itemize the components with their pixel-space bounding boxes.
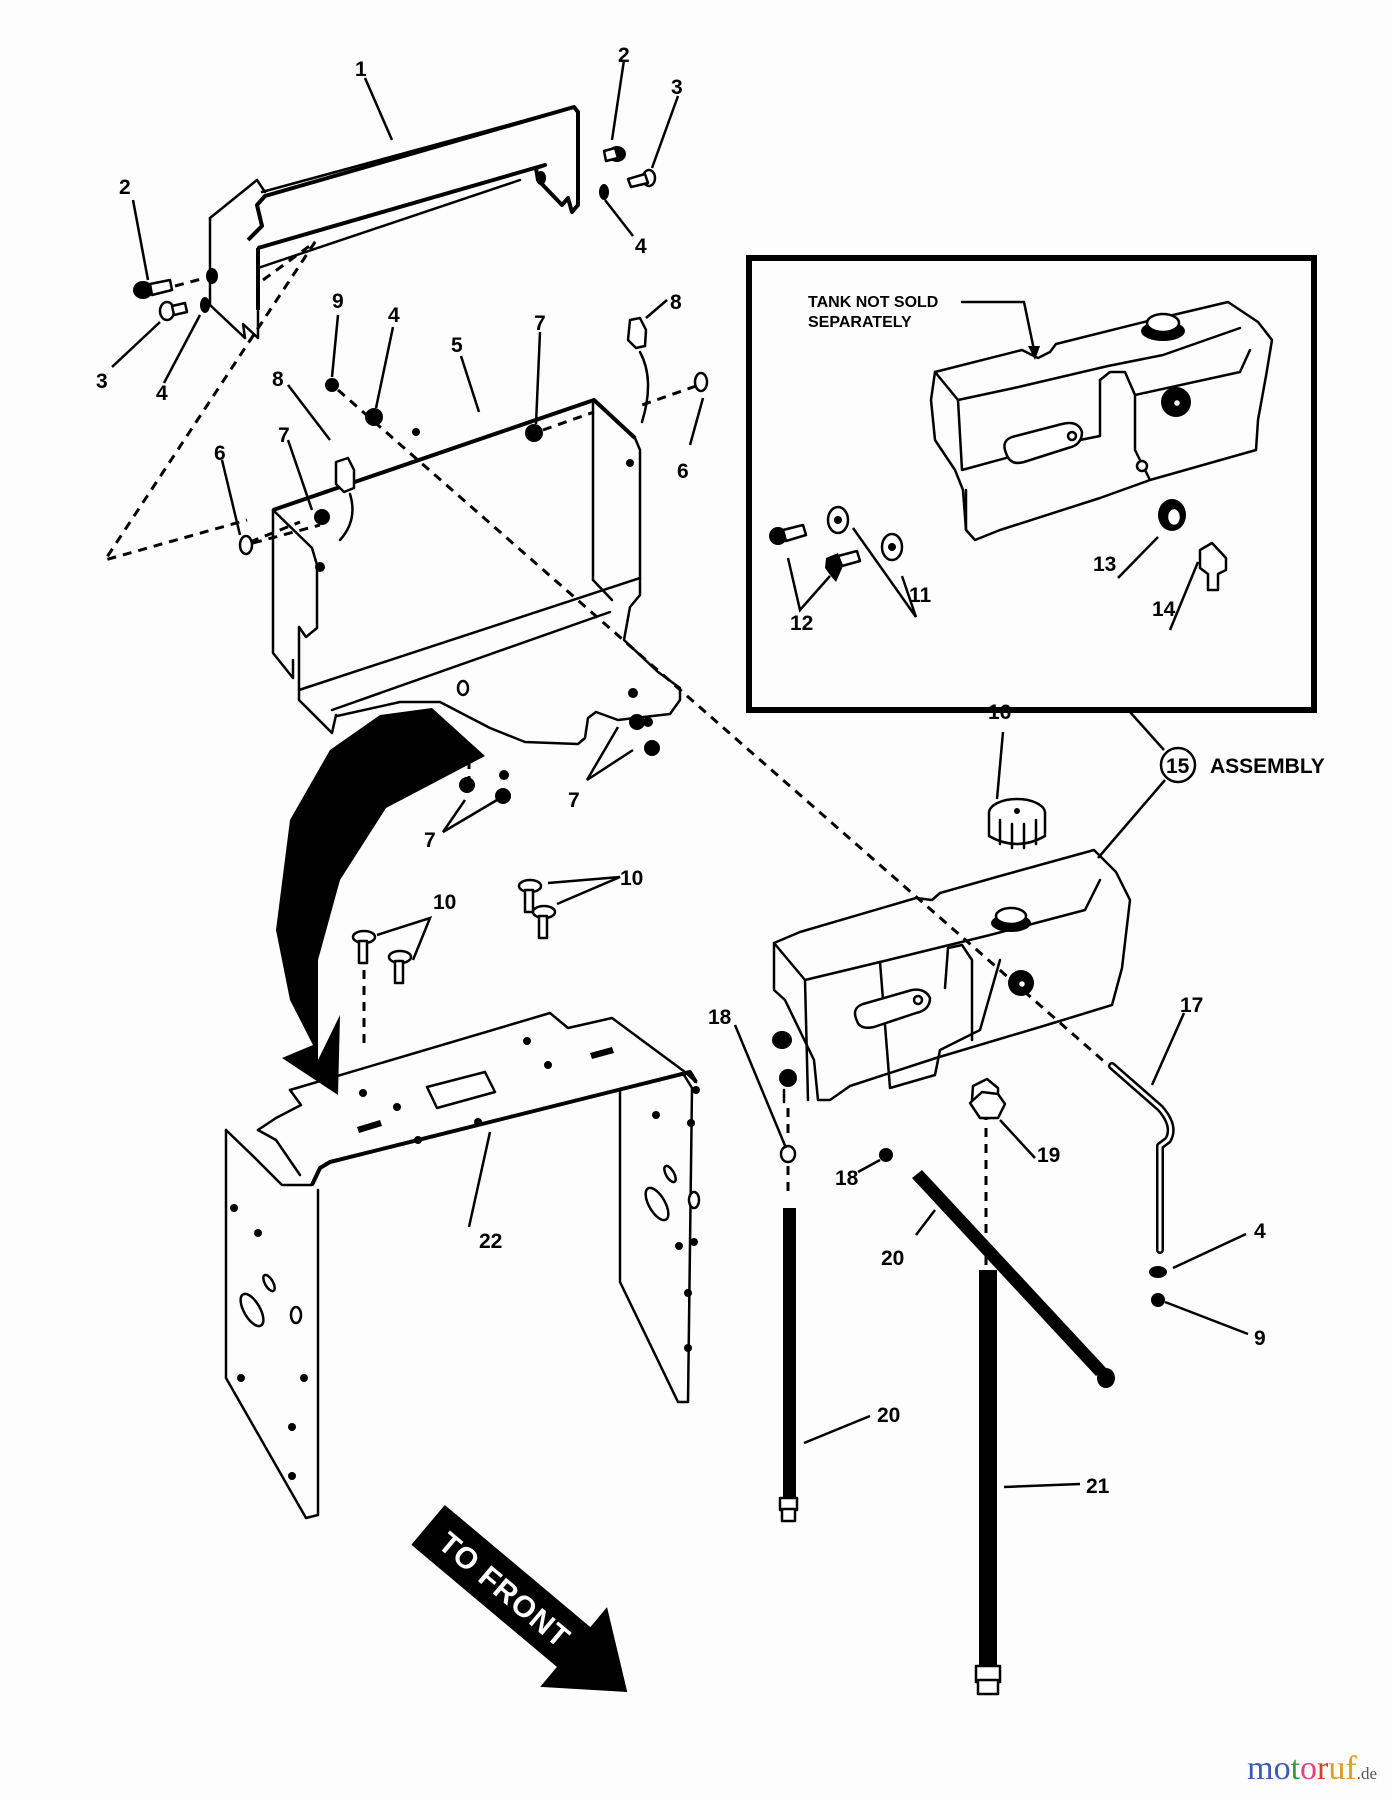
inset-box: TANK NOT SOLD SEPARATELY xyxy=(746,255,1317,713)
callout-13: 13 xyxy=(1093,553,1116,576)
nut-7-lower-d xyxy=(644,740,660,756)
part-15-tank xyxy=(772,848,1132,1120)
watermark-letter: f xyxy=(1345,1750,1357,1787)
callout-7-lower-left: 7 xyxy=(424,829,436,852)
callout-4-rod: 4 xyxy=(1254,1220,1266,1243)
callout-4-right: 4 xyxy=(635,235,647,258)
hose-20-vertical xyxy=(783,1208,796,1498)
washer-6-right xyxy=(693,371,709,393)
callout-1: 1 xyxy=(355,58,367,81)
fitting-12-b xyxy=(825,549,862,582)
callout-12: 12 xyxy=(790,612,813,635)
nut-7-lower-a xyxy=(459,777,475,793)
watermark-letter: t xyxy=(1290,1750,1301,1787)
hose-20-diagonal xyxy=(912,1170,1106,1376)
clamp-19 xyxy=(968,1090,1007,1120)
to-front-arrow: TO FRONT xyxy=(411,1504,628,1692)
callout-6-left: 6 xyxy=(214,442,226,465)
part-1-upper-bracket xyxy=(206,105,580,340)
callout-11: 11 xyxy=(909,584,932,607)
bushing-13 xyxy=(1158,499,1186,531)
callout-7-top: 7 xyxy=(534,312,546,335)
bolt-3-left xyxy=(158,300,189,322)
callout-18-left: 18 xyxy=(708,1006,732,1029)
clip-8-left xyxy=(334,456,356,494)
callout-8-right: 8 xyxy=(670,291,682,314)
callout-14: 14 xyxy=(1152,598,1176,621)
grommet-11-b xyxy=(880,532,904,562)
callout-7-lower-right: 7 xyxy=(568,789,580,812)
callout-8-left: 8 xyxy=(272,368,284,391)
watermark-letter: m xyxy=(1247,1750,1274,1787)
elbow-14 xyxy=(1198,541,1228,592)
watermark-suffix: .de xyxy=(1356,1764,1377,1783)
washer-4-top xyxy=(365,408,383,426)
callout-19: 19 xyxy=(1037,1144,1060,1167)
callout-9-rod: 9 xyxy=(1254,1327,1266,1350)
guide-line-9-to-17 xyxy=(337,388,1108,1066)
fitting-12-a xyxy=(769,523,808,545)
washer-6-left xyxy=(238,534,254,556)
nut-7-top xyxy=(525,424,543,442)
tank-note-line2: SEPARATELY xyxy=(808,314,912,331)
part-5-tank-support xyxy=(271,398,682,780)
callout-22: 22 xyxy=(479,1230,502,1253)
washer-4-right xyxy=(599,184,609,200)
part-22-main-frame xyxy=(224,1011,701,1520)
nut-9-top xyxy=(325,378,339,392)
part-17-rod xyxy=(1108,1062,1175,1254)
watermark-letter: o xyxy=(1273,1750,1291,1787)
carriage-bolts-10-left xyxy=(351,929,413,985)
leader-lines xyxy=(111,59,1249,1489)
callout-20-vertical: 20 xyxy=(877,1404,900,1427)
assembly-label: ASSEMBLY xyxy=(1210,755,1325,778)
callout-9-top: 9 xyxy=(332,290,344,313)
grommet-11-a xyxy=(826,505,850,535)
nut-7-left xyxy=(314,509,330,525)
callout-3-left: 3 xyxy=(96,370,108,393)
part-16-cap xyxy=(987,797,1047,850)
watermark-letter: o xyxy=(1300,1750,1318,1787)
washer-4-left xyxy=(200,297,210,313)
nut-7-lower-c xyxy=(629,714,645,730)
rotate-arrow xyxy=(276,708,485,1095)
callout-15: 15 xyxy=(1166,755,1190,778)
callout-15-circle xyxy=(1159,746,1197,784)
clamp-18-right xyxy=(879,1148,893,1162)
to-front-label: TO FRONT xyxy=(432,1526,576,1655)
callout-10-right: 10 xyxy=(620,867,643,890)
bolt-3-right xyxy=(626,168,657,189)
clamp-18-left xyxy=(779,1144,797,1164)
hose-21 xyxy=(979,1270,997,1666)
watermark-letter: u xyxy=(1328,1750,1346,1787)
callout-6-right: 6 xyxy=(677,460,689,483)
callout-16: 16 xyxy=(988,701,1011,724)
nut-7-lower-b xyxy=(495,788,511,804)
watermark-letter: r xyxy=(1317,1750,1329,1787)
callout-20-diagonal: 20 xyxy=(881,1247,904,1270)
callout-4-left: 4 xyxy=(156,382,168,405)
callout-18-right: 18 xyxy=(835,1167,859,1190)
callout-2-right: 2 xyxy=(618,44,630,67)
callout-2-left: 2 xyxy=(119,176,131,199)
bolt-2-right xyxy=(602,146,626,163)
callout-5: 5 xyxy=(451,334,463,357)
watermark-logo: motoruf.de xyxy=(1247,1750,1377,1788)
nut-9-rod xyxy=(1151,1293,1165,1307)
callout-3-right: 3 xyxy=(671,76,683,99)
callout-4-top: 4 xyxy=(388,304,400,327)
callout-7-left: 7 xyxy=(278,424,290,447)
callout-10-left: 10 xyxy=(433,891,456,914)
bolt-2-left xyxy=(133,278,174,299)
carriage-bolts-10-right xyxy=(517,878,557,940)
callout-21: 21 xyxy=(1086,1475,1110,1498)
assembly-guide-triangle xyxy=(101,240,317,563)
callout-17: 17 xyxy=(1180,994,1203,1017)
washer-4-rod xyxy=(1149,1266,1167,1278)
tank-note-line1: TANK NOT SOLD xyxy=(808,294,938,311)
clip-8-right xyxy=(626,316,648,350)
